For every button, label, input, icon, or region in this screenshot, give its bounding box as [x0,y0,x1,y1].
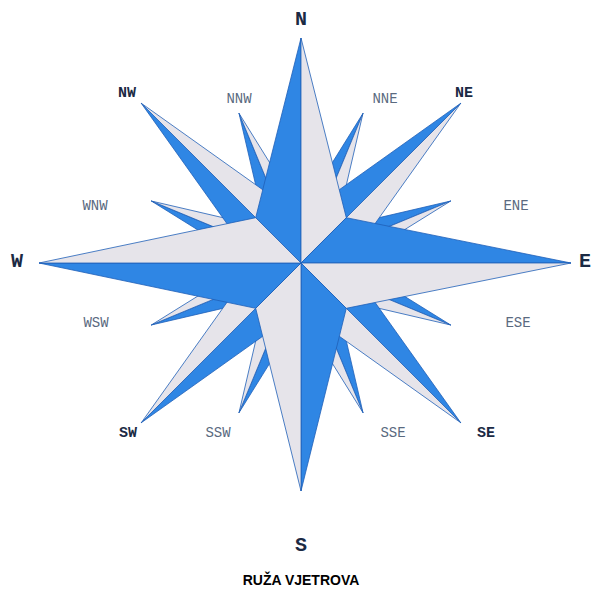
rose-point-half [301,263,571,308]
rose-points [39,38,571,491]
direction-label: SE [477,426,495,441]
direction-label: SSW [205,426,230,440]
rose-point-half [301,218,571,263]
direction-label: WNW [82,199,107,213]
caption: RUŽA VJETROVA [0,572,602,588]
direction-label: NE [455,86,473,101]
direction-label: W [11,252,23,272]
direction-label: WSW [83,316,108,330]
rose-point-half [39,263,301,308]
direction-label: S [295,536,307,556]
direction-label: ENE [503,199,528,213]
rose-point-half [39,218,301,263]
direction-label: N [295,10,307,30]
direction-label: SSE [380,426,405,440]
rose-point-half [301,263,346,491]
direction-label: SW [119,426,137,441]
direction-label: ESE [505,316,530,330]
direction-label: E [579,252,591,272]
direction-label: NNE [372,92,397,106]
direction-label: NW [118,86,136,101]
direction-label: NNW [226,92,251,106]
